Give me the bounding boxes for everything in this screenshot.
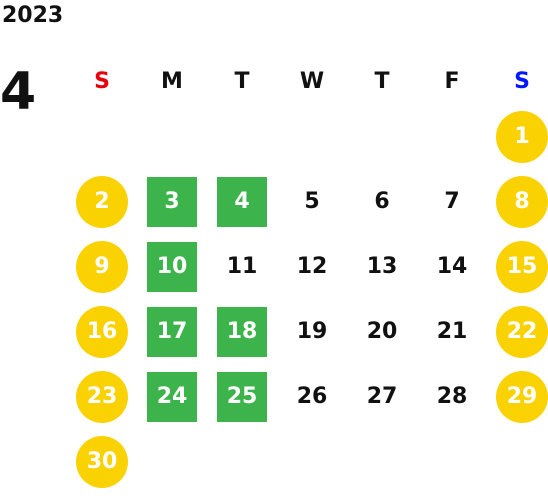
day-number-6[interactable]: 6 (374, 189, 390, 214)
day-number-23[interactable]: 23 (76, 370, 128, 423)
calendar-cell[interactable]: 13 (347, 234, 417, 299)
calendar-cell[interactable]: 1 (487, 104, 548, 169)
calendar-month: 4 (0, 62, 37, 122)
day-number-24[interactable]: 24 (147, 371, 197, 422)
day-number-28[interactable]: 28 (436, 384, 468, 409)
calendar-cell (67, 104, 137, 169)
calendar-cell[interactable]: 12 (277, 234, 347, 299)
calendar-cell[interactable]: 30 (67, 429, 137, 494)
calendar-cell[interactable]: 22 (487, 299, 548, 364)
calendar-cell[interactable]: 18 (207, 299, 277, 364)
day-number-29[interactable]: 29 (496, 370, 548, 423)
weekday-header: S (94, 68, 110, 94)
calendar-cell[interactable]: 16 (67, 299, 137, 364)
day-number-9[interactable]: 9 (76, 240, 128, 293)
day-number-11[interactable]: 11 (226, 254, 258, 279)
calendar-cell (137, 429, 207, 494)
weekday-header: T (374, 68, 390, 94)
weekday-header: M (161, 68, 183, 94)
day-number-20[interactable]: 20 (366, 319, 398, 344)
calendar-cell[interactable]: 10 (137, 234, 207, 299)
calendar-cell (347, 429, 417, 494)
calendar-cell[interactable]: 2 (67, 169, 137, 234)
calendar-cell[interactable]: 23 (67, 364, 137, 429)
calendar-cell[interactable]: 21 (417, 299, 487, 364)
calendar-cell (277, 429, 347, 494)
day-number-4[interactable]: 4 (217, 176, 267, 227)
day-number-25[interactable]: 25 (217, 371, 267, 422)
weekday-header: S (514, 68, 530, 94)
weekday-header: T (234, 68, 250, 94)
calendar-cell[interactable]: 29 (487, 364, 548, 429)
calendar-cell (207, 429, 277, 494)
calendar-cell[interactable]: 9 (67, 234, 137, 299)
calendar-cell (417, 429, 487, 494)
calendar-cell (277, 104, 347, 169)
calendar-year: 2023 (2, 3, 64, 28)
day-number-30[interactable]: 30 (76, 435, 128, 488)
day-number-13[interactable]: 13 (366, 254, 398, 279)
day-number-26[interactable]: 26 (296, 384, 328, 409)
day-number-10[interactable]: 10 (147, 241, 197, 292)
calendar-cell (137, 104, 207, 169)
calendar-cell[interactable]: 25 (207, 364, 277, 429)
calendar-cell[interactable]: 7 (417, 169, 487, 234)
calendar-cell (347, 104, 417, 169)
day-number-12[interactable]: 12 (296, 254, 328, 279)
day-number-17[interactable]: 17 (147, 306, 197, 357)
calendar-cell[interactable]: 20 (347, 299, 417, 364)
day-number-18[interactable]: 18 (217, 306, 267, 357)
weekday-header: F (444, 68, 460, 94)
day-number-2[interactable]: 2 (76, 175, 128, 228)
calendar-cell[interactable]: 26 (277, 364, 347, 429)
calendar-cell[interactable]: 28 (417, 364, 487, 429)
day-number-16[interactable]: 16 (76, 305, 128, 358)
day-number-15[interactable]: 15 (496, 240, 548, 293)
calendar-cell[interactable]: 14 (417, 234, 487, 299)
calendar-cell[interactable]: 3 (137, 169, 207, 234)
calendar-cell[interactable]: 6 (347, 169, 417, 234)
day-number-21[interactable]: 21 (436, 319, 468, 344)
calendar-cell (417, 104, 487, 169)
calendar-cell[interactable]: 27 (347, 364, 417, 429)
calendar-cell[interactable]: 19 (277, 299, 347, 364)
day-number-22[interactable]: 22 (496, 305, 548, 358)
weekday-header: W (299, 68, 325, 94)
day-number-8[interactable]: 8 (496, 175, 548, 228)
calendar-cell[interactable]: 5 (277, 169, 347, 234)
day-number-27[interactable]: 27 (366, 384, 398, 409)
calendar-cell[interactable]: 4 (207, 169, 277, 234)
calendar-cell (207, 104, 277, 169)
day-number-19[interactable]: 19 (296, 319, 328, 344)
calendar-cell (487, 429, 548, 494)
day-number-3[interactable]: 3 (147, 176, 197, 227)
day-number-5[interactable]: 5 (304, 189, 320, 214)
calendar-cell[interactable]: 8 (487, 169, 548, 234)
calendar-cell[interactable]: 17 (137, 299, 207, 364)
day-number-7[interactable]: 7 (444, 189, 460, 214)
calendar-cell[interactable]: 15 (487, 234, 548, 299)
calendar-cell[interactable]: 11 (207, 234, 277, 299)
day-number-1[interactable]: 1 (496, 110, 548, 163)
calendar-cell[interactable]: 24 (137, 364, 207, 429)
day-number-14[interactable]: 14 (436, 254, 468, 279)
